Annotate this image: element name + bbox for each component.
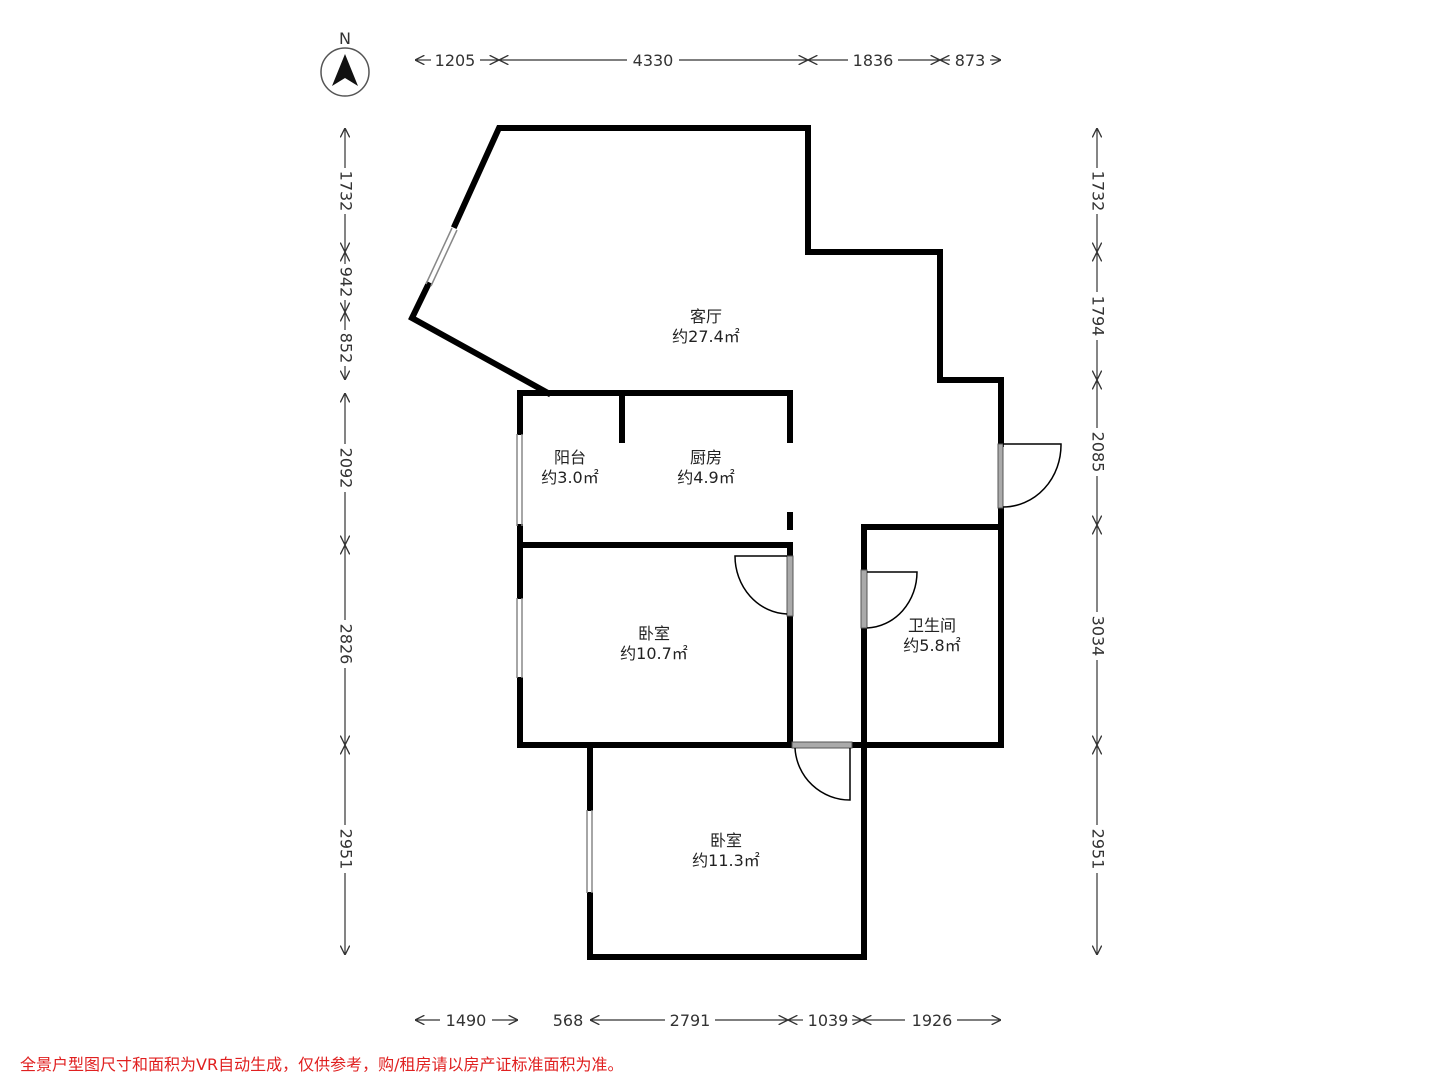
dim-right-5: 2951 xyxy=(1089,829,1108,870)
dim-top-3: 1836 xyxy=(853,51,894,70)
dim-bottom-2: 568 xyxy=(553,1011,584,1030)
room-area-bedroom1: 约10.7㎡ xyxy=(620,644,688,663)
door-bathroom xyxy=(860,569,918,629)
dim-right-1: 1732 xyxy=(1089,171,1108,212)
room-bedroom2: 卧室 约11.3㎡ xyxy=(692,831,760,870)
room-name-bathroom: 卫生间 xyxy=(908,616,956,635)
compass-label: N xyxy=(339,29,351,48)
room-name-bedroom2: 卧室 xyxy=(710,831,742,850)
room-area-kitchen: 约4.9㎡ xyxy=(677,468,734,487)
room-name-bedroom1: 卧室 xyxy=(638,624,670,643)
dim-bottom-5: 1926 xyxy=(912,1011,953,1030)
dim-left-2: 942 xyxy=(337,267,356,298)
door-bedroom1 xyxy=(734,555,794,617)
room-area-bedroom2: 约11.3㎡ xyxy=(692,851,760,870)
dim-left-5: 2826 xyxy=(337,624,356,665)
room-living: 客厅 约27.4㎡ xyxy=(672,307,740,346)
room-name-living: 客厅 xyxy=(690,307,722,326)
dim-right-3: 2085 xyxy=(1089,432,1108,473)
room-area-living: 约27.4㎡ xyxy=(672,327,740,346)
walls xyxy=(408,125,1004,960)
dim-bottom-4: 1039 xyxy=(808,1011,849,1030)
dim-bottom-3: 2791 xyxy=(670,1011,711,1030)
top-dimension-labels: 1205 4330 1836 873 xyxy=(435,51,986,70)
room-area-balcony: 约3.0㎡ xyxy=(541,468,598,487)
dim-right-2: 1794 xyxy=(1089,296,1108,337)
dim-top-4: 873 xyxy=(955,51,986,70)
right-dimension-labels: 1732 1794 2085 3034 2951 xyxy=(1089,171,1108,870)
door-entrance xyxy=(997,443,1062,509)
room-kitchen: 厨房 约4.9㎡ xyxy=(677,448,734,487)
left-dimension-labels: 1732 942 852 2092 2826 2951 xyxy=(337,171,356,870)
room-name-kitchen: 厨房 xyxy=(690,448,722,467)
dim-left-6: 2951 xyxy=(337,829,356,870)
windows xyxy=(425,227,593,893)
dim-bottom-1: 1490 xyxy=(446,1011,487,1030)
bottom-dimension-labels: 1490 568 2791 1039 1926 xyxy=(446,1011,953,1030)
dim-left-1: 1732 xyxy=(337,171,356,212)
dim-left-3: 852 xyxy=(337,333,356,364)
room-bedroom1: 卧室 约10.7㎡ xyxy=(620,624,688,663)
dim-top-1: 1205 xyxy=(435,51,476,70)
dim-right-4: 3034 xyxy=(1089,616,1108,657)
disclaimer-text: 全景户型图尺寸和面积为VR自动生成，仅供参考，购/租房请以房产证标准面积为准。 xyxy=(20,1055,624,1074)
dim-left-4: 2092 xyxy=(337,448,356,489)
room-area-bathroom: 约5.8㎡ xyxy=(903,636,960,655)
room-name-balcony: 阳台 xyxy=(554,448,586,467)
room-balcony: 阳台 约3.0㎡ xyxy=(541,448,598,487)
door-bedroom2 xyxy=(791,741,853,801)
dim-top-2: 4330 xyxy=(633,51,674,70)
compass-icon: N xyxy=(320,29,370,97)
room-bathroom: 卫生间 约5.8㎡ xyxy=(903,616,960,655)
